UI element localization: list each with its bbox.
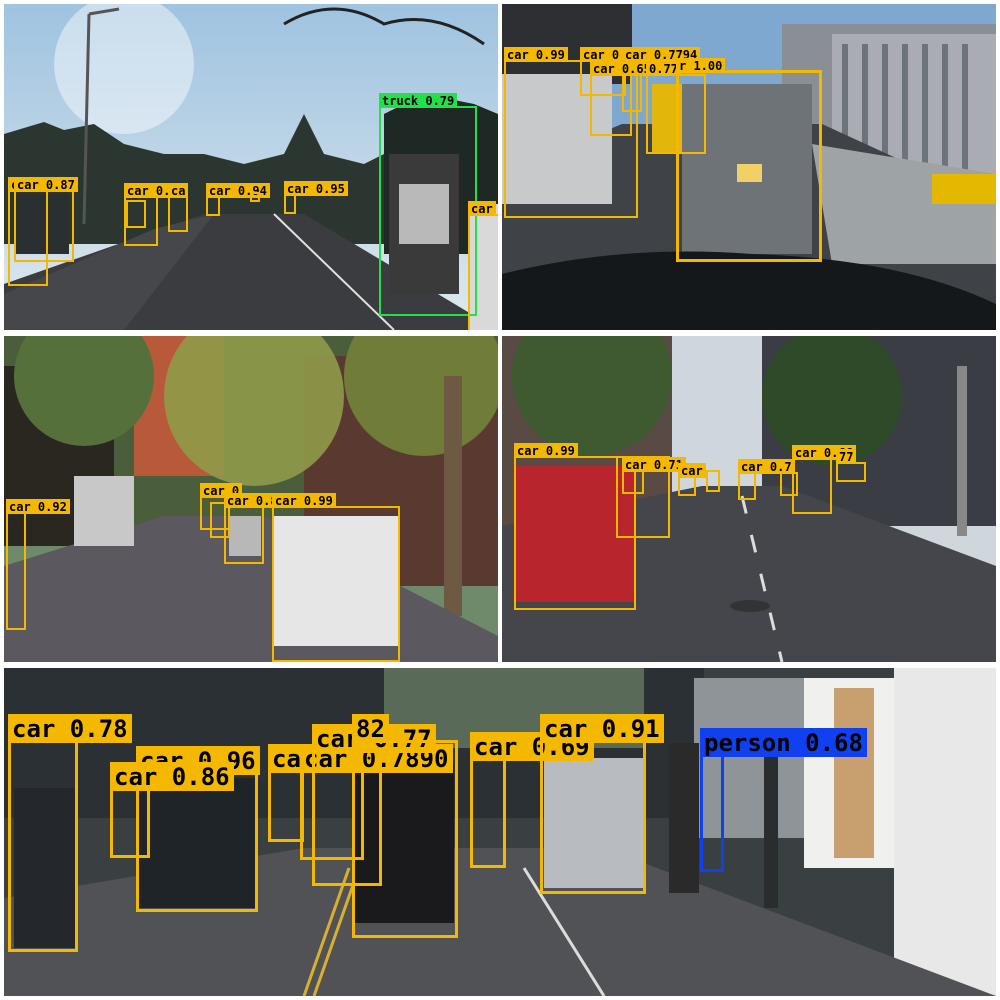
- car-detection-box: car: [678, 463, 706, 496]
- car-detection-box: [210, 502, 230, 538]
- detection-label: car 0.7: [738, 459, 795, 474]
- detection-label: car 0.94: [206, 183, 270, 198]
- car-detection-box: car 0.99: [514, 443, 636, 610]
- car-detection-box: car: [468, 201, 498, 330]
- detection-label: 77: [836, 449, 857, 464]
- car-detection-box: car 0.99: [504, 47, 638, 218]
- detection-label: person 0.68: [700, 728, 867, 757]
- detection-label: r 1.00: [676, 58, 726, 73]
- detection-label: car 0.99: [272, 493, 336, 508]
- detection-label: car 0.91: [540, 714, 664, 743]
- detection-label: truck 0.79: [379, 93, 458, 108]
- truck-detection-box: truck 0.79: [379, 93, 477, 316]
- detection-label: car: [468, 201, 496, 216]
- car-detection-box: car 0.92: [6, 499, 70, 630]
- car-detection-box: [126, 200, 146, 228]
- car-detection-box: car 0.66: [792, 445, 856, 514]
- panel-5-city-street-bottom: car 0.78 car 0.96 car 0.86 car car 0.789…: [4, 668, 996, 996]
- detection-label: car 0.86: [110, 762, 234, 791]
- car-detection-box: [250, 192, 260, 202]
- car-detection-box: 0.77: [646, 61, 706, 154]
- car-detection-box: [706, 470, 720, 492]
- car-detection-box: car 0.83: [224, 493, 288, 564]
- detection-label: car 0: [580, 47, 623, 62]
- panel-2-traffic-top-right: car 0.99 car 0 car 0.7794 car 0.65 0.77 …: [502, 4, 996, 330]
- car-detection-box: car 0.86: [110, 762, 234, 858]
- car-detection-box: car 0.96: [136, 746, 260, 912]
- street-scene-image: [4, 336, 498, 662]
- car-detection-box: car 0.7: [738, 459, 795, 500]
- car-detection-box: car 0.95: [284, 181, 348, 214]
- car-detection-box: car 0.78: [8, 714, 132, 952]
- detection-label: 82: [352, 714, 389, 743]
- detection-label: 0.77: [646, 61, 681, 76]
- detection-label: car 0.71: [622, 457, 686, 472]
- car-detection-box: car 0: [580, 47, 626, 96]
- car-detection-box: car 0.71: [622, 457, 686, 494]
- detection-label: car 0.92: [6, 499, 70, 514]
- person-detection-box: person 0.68: [700, 728, 867, 872]
- car-detection-box: car: [268, 744, 320, 842]
- car-detection-box: r 1.00: [676, 58, 822, 262]
- street-scene-image: [502, 336, 996, 662]
- detection-label: car 0.99: [514, 443, 578, 458]
- detection-label: car: [678, 463, 706, 478]
- detection-label: car 0.83: [224, 493, 288, 508]
- car-detection-box: 77: [836, 449, 866, 482]
- traffic-scene-image: [502, 4, 996, 330]
- car-detection-box: 82: [352, 714, 458, 938]
- car-detection-box: car 0.91: [540, 714, 664, 894]
- detection-label: car 0.95: [284, 181, 348, 196]
- car-detection-box: [780, 472, 798, 496]
- car-detection-box: car 0.94: [206, 183, 270, 216]
- car-detection-box: ca: [168, 183, 189, 232]
- car-detection-box: car 0.69: [470, 732, 594, 868]
- car-detection-box: car 0.87: [14, 177, 78, 262]
- panel-4-avenue-middle-right: car 0.99 car 0.71 car car 0.7 car 0.66 7…: [502, 336, 996, 662]
- panel-1-street-top-left: c car 0.87 car 0.73 ca car 0.94 car 0.95…: [4, 4, 498, 330]
- car-detection-box: car 0.65: [590, 61, 654, 136]
- panel-3-tree-street-middle-left: car 0.92 car 0 car 0.83 car 0.99: [4, 336, 498, 662]
- detection-label: ca: [168, 183, 189, 198]
- car-detection-box: car 0.99: [272, 493, 400, 662]
- detection-label: car 0.99: [504, 47, 568, 62]
- detection-label: car 0.87: [14, 177, 78, 192]
- detection-label: car 0.78: [8, 714, 132, 743]
- detection-label: car 0.65: [590, 61, 654, 76]
